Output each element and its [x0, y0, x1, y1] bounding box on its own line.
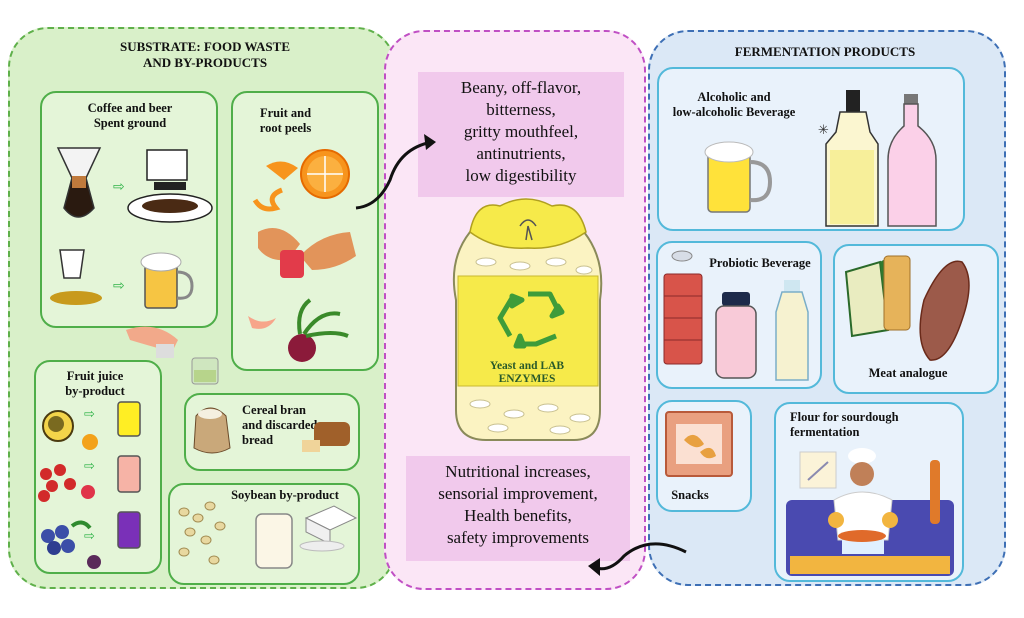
issues-box: Beany, off-flavor, bitterness, gritty mo…	[418, 72, 624, 197]
cereal-label-line3: bread	[242, 433, 274, 447]
cup-grounds-icon	[50, 249, 102, 305]
juice-label-line1: Fruit juice	[66, 369, 124, 383]
issue-line-1: Beany, off-flavor,	[460, 78, 582, 97]
svg-text:⇨: ⇨	[113, 179, 125, 195]
svg-text:⇨: ⇨	[84, 529, 95, 544]
coffee-label-line2: Spent ground	[93, 116, 167, 130]
issue-line-4: antinutrients,	[476, 144, 566, 163]
cereal-label-line2: and discarded	[242, 418, 318, 432]
products-title: FERMENTATION PRODUCTS	[734, 44, 916, 59]
soybean-label: Soybean by-product	[231, 488, 339, 502]
orange-icon	[252, 149, 350, 212]
svg-text:⇨: ⇨	[113, 278, 125, 294]
spent-coffee-plate-icon	[127, 149, 213, 223]
beer-mug-icon	[140, 252, 194, 309]
steak-icon	[919, 260, 970, 361]
meat-analogue-label: Meat analogue	[868, 366, 948, 380]
chemex-icon	[56, 147, 102, 218]
substrate-title-line2: AND BY-PRODUCTS	[142, 55, 268, 70]
snack-bag-icon	[665, 411, 733, 477]
alcoholic-label-line1: Alcoholic and	[697, 90, 771, 104]
passion-fruit-icon	[42, 410, 98, 450]
purple-juice-glass-icon	[117, 511, 141, 549]
arrow-to-issues-icon	[355, 134, 436, 210]
milk-bottle-icon	[775, 280, 809, 381]
soybeans-icon	[178, 501, 226, 565]
soy-milk-glass-icon	[255, 513, 293, 569]
svg-text:✳: ✳	[818, 123, 829, 138]
cereal-bread-label: Cereal bran and discarded bread	[242, 403, 342, 448]
yogurt-bottle-icon	[715, 292, 757, 379]
beetroot-icon	[248, 298, 349, 362]
fruit-label-line2: root peels	[259, 121, 312, 135]
svg-text:⇨: ⇨	[84, 407, 95, 422]
liquor-bottle-icon: ✳	[818, 90, 879, 227]
issue-line-2: bitterness,	[486, 100, 556, 119]
outcome-line-1: Nutritional increases,	[445, 462, 591, 481]
stacked-cups-icon	[663, 250, 703, 365]
flour-label-line2: fermentation	[790, 425, 860, 439]
cereal-label-line1: Cereal bran	[242, 403, 306, 417]
outcome-line-4: safety improvements	[446, 528, 590, 547]
red-berries-icon	[38, 464, 95, 502]
hands-peeling-icon	[258, 228, 356, 278]
beer-glass-icon	[704, 141, 773, 213]
arrow-from-products-icon	[588, 542, 687, 576]
recycle-icon	[497, 291, 565, 349]
pink-juice-glass-icon	[117, 455, 141, 493]
beans-pattern-icon	[469, 257, 593, 435]
svg-text:⇨: ⇨	[84, 459, 95, 474]
jar-label-line1: Yeast and LAB	[489, 360, 565, 372]
tempeh-block-icon	[844, 255, 911, 338]
sourdough-label: Flour for sourdough fermentation	[790, 410, 930, 440]
coffee-label-line1: Coffee and beer	[87, 101, 173, 115]
pink-bottle-icon	[887, 94, 937, 227]
yellow-juice-glass-icon	[117, 401, 141, 437]
tofu-icon	[299, 505, 358, 552]
flour-label-line1: Flour for sourdough	[790, 410, 899, 424]
jar-label-line2: ENZYMES	[498, 373, 556, 385]
snacks-label: Snacks	[671, 488, 709, 502]
jar-icon	[452, 198, 603, 441]
blueberries-icon	[41, 520, 101, 569]
fruit-label-line1: Fruit and	[259, 106, 312, 120]
coffee-beer-label: Coffee and beer Spent ground	[60, 101, 200, 131]
fruit-juice-label: Fruit juice by-product	[50, 369, 140, 399]
substrate-title-line1: SUBSTRATE: FOOD WASTE	[119, 39, 290, 54]
outcome-line-3: Health benefits,	[464, 506, 572, 525]
bran-sack-icon	[193, 407, 231, 454]
probiotic-label: Probiotic Beverage	[709, 256, 811, 270]
alcoholic-label-line2: low-alcoholic Beverage	[672, 105, 796, 119]
jar-label: Yeast and LAB ENZYMES	[468, 360, 586, 386]
issue-line-5: low digestibility	[465, 166, 577, 185]
outcomes-box: Nutritional increases, sensorial improve…	[406, 456, 630, 561]
issue-line-3: gritty mouthfeel,	[463, 122, 579, 141]
alcoholic-label: Alcoholic and low-alcoholic Beverage	[660, 90, 808, 120]
baker-scene-icon	[786, 448, 954, 576]
outcome-line-2: sensorial improvement,	[438, 484, 598, 503]
substrate-title: SUBSTRATE: FOOD WASTE AND BY-PRODUCTS	[60, 39, 350, 71]
bread-loaf-icon	[302, 422, 350, 452]
fruit-peels-label: Fruit and root peels	[248, 106, 323, 136]
juice-label-line2: by-product	[65, 384, 125, 398]
